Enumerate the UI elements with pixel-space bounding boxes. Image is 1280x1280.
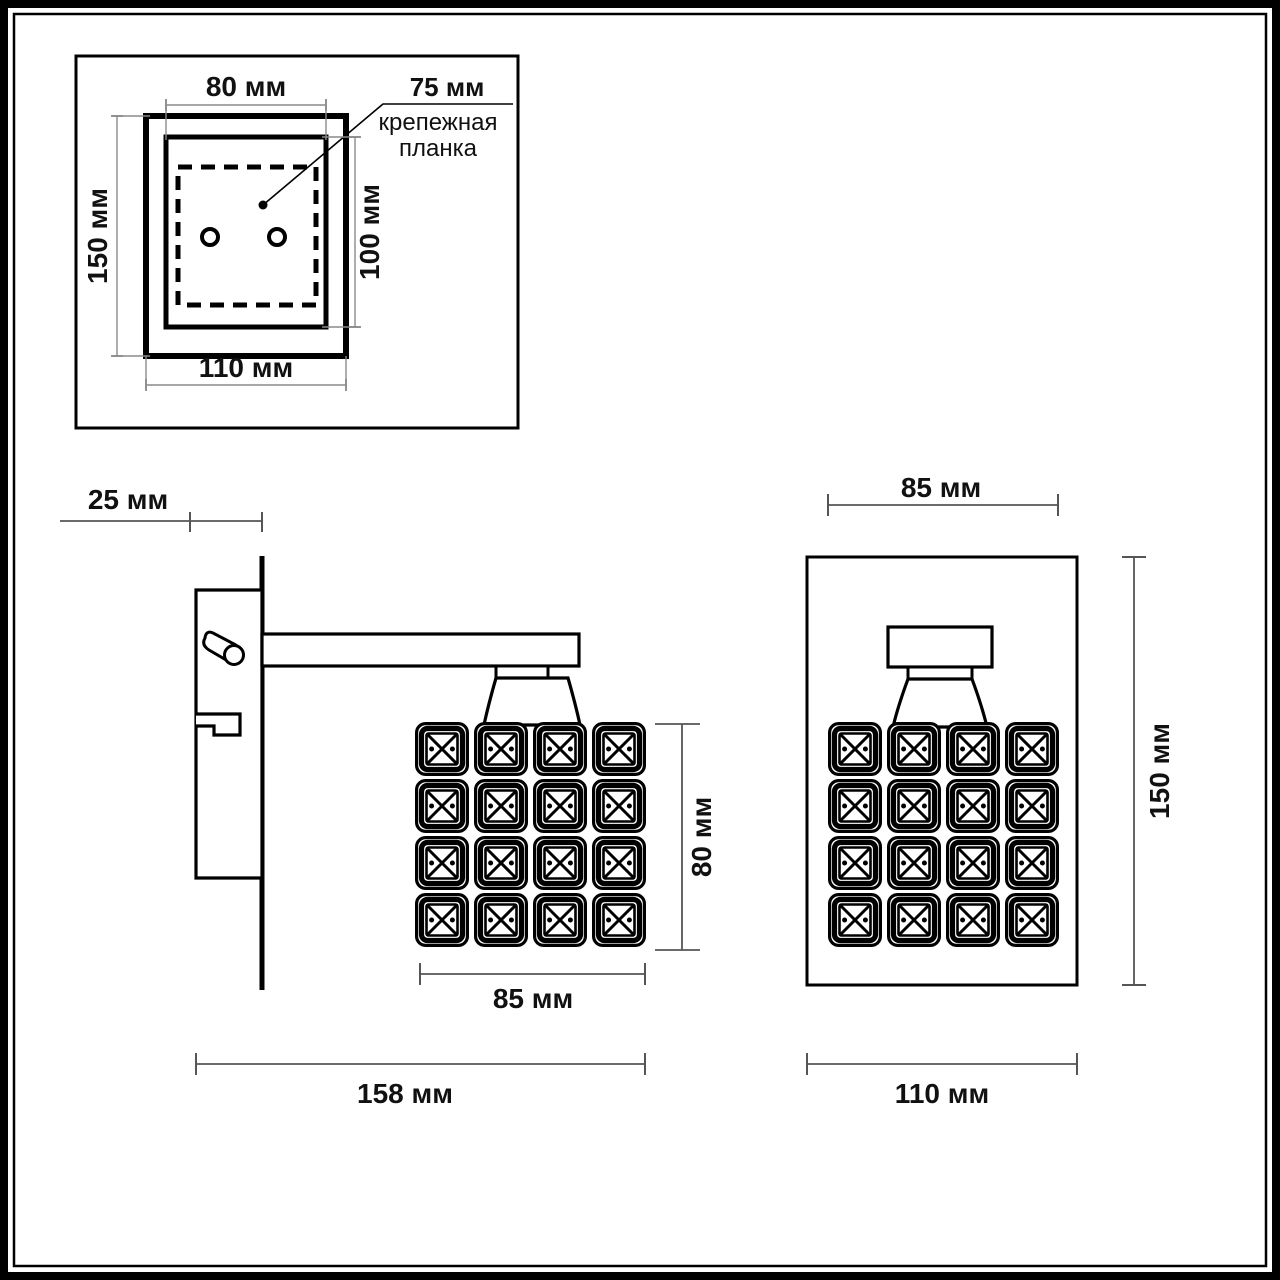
leader-line bbox=[262, 103, 513, 206]
shade-width-side-label: 85 мм bbox=[493, 983, 573, 1014]
leader-name-line1: крепежная bbox=[379, 109, 498, 136]
dim-plan-inner-width: 80 мм bbox=[165, 71, 327, 140]
dim-total-height: 150 мм bbox=[1122, 556, 1175, 986]
dim-plan-inner-height: 100 мм bbox=[322, 136, 385, 328]
leader-name-line2: планка bbox=[399, 135, 478, 162]
canopy-front bbox=[886, 625, 994, 669]
dim-plan-outer-width: 110 мм bbox=[145, 352, 347, 391]
leader-distance-label: 75 мм bbox=[410, 72, 485, 102]
dim-plan-outer-height: 150 мм bbox=[82, 115, 150, 357]
total-depth-label: 158 мм bbox=[357, 1078, 453, 1109]
plan-view-group: 80 мм 110 мм 150 мм 100 мм bbox=[74, 54, 520, 430]
arm-neck-stub bbox=[494, 664, 550, 680]
dim-total-depth: 158 мм bbox=[195, 1053, 646, 1109]
socket-holder-side bbox=[482, 676, 582, 727]
wall-offset-label: 25 мм bbox=[88, 484, 168, 515]
dim-wall-offset: 25 мм bbox=[60, 484, 263, 532]
dim-shade-width-front: 85 мм bbox=[827, 472, 1059, 516]
canopy-neck-front bbox=[906, 665, 974, 681]
total-height-label: 150 мм bbox=[1144, 723, 1175, 819]
plan-inner-width-label: 80 мм bbox=[206, 71, 286, 102]
bracket-notch bbox=[196, 712, 242, 737]
dim-backplate-width: 110 мм bbox=[806, 1053, 1078, 1109]
plan-outer-height-label: 150 мм bbox=[82, 188, 113, 284]
shade-width-front-label: 85 мм bbox=[901, 472, 981, 503]
plan-inner-height-label: 100 мм bbox=[354, 184, 385, 280]
backplate-width-label: 110 мм bbox=[895, 1078, 989, 1109]
screw-hole-right bbox=[267, 227, 287, 247]
screw-hole-left bbox=[200, 227, 220, 247]
lamp-arm bbox=[260, 632, 581, 668]
side-view-group: 25 мм 80 мм 85 мм 158 мм bbox=[60, 484, 717, 1109]
socket-holder-front bbox=[890, 677, 990, 729]
mounting-bracket-dashed-outline bbox=[175, 164, 319, 308]
dim-shade-height: 80 мм bbox=[655, 723, 717, 951]
plan-outer-width-label: 110 мм bbox=[199, 352, 293, 383]
dim-shade-width-side: 85 мм bbox=[419, 963, 646, 1014]
inner-frame-border bbox=[12, 12, 1268, 1268]
shade-height-label: 80 мм bbox=[686, 797, 717, 877]
front-view-group: 85 мм 150 мм 110 мм bbox=[805, 472, 1175, 1109]
keyhole-slot-icon bbox=[202, 630, 245, 666]
